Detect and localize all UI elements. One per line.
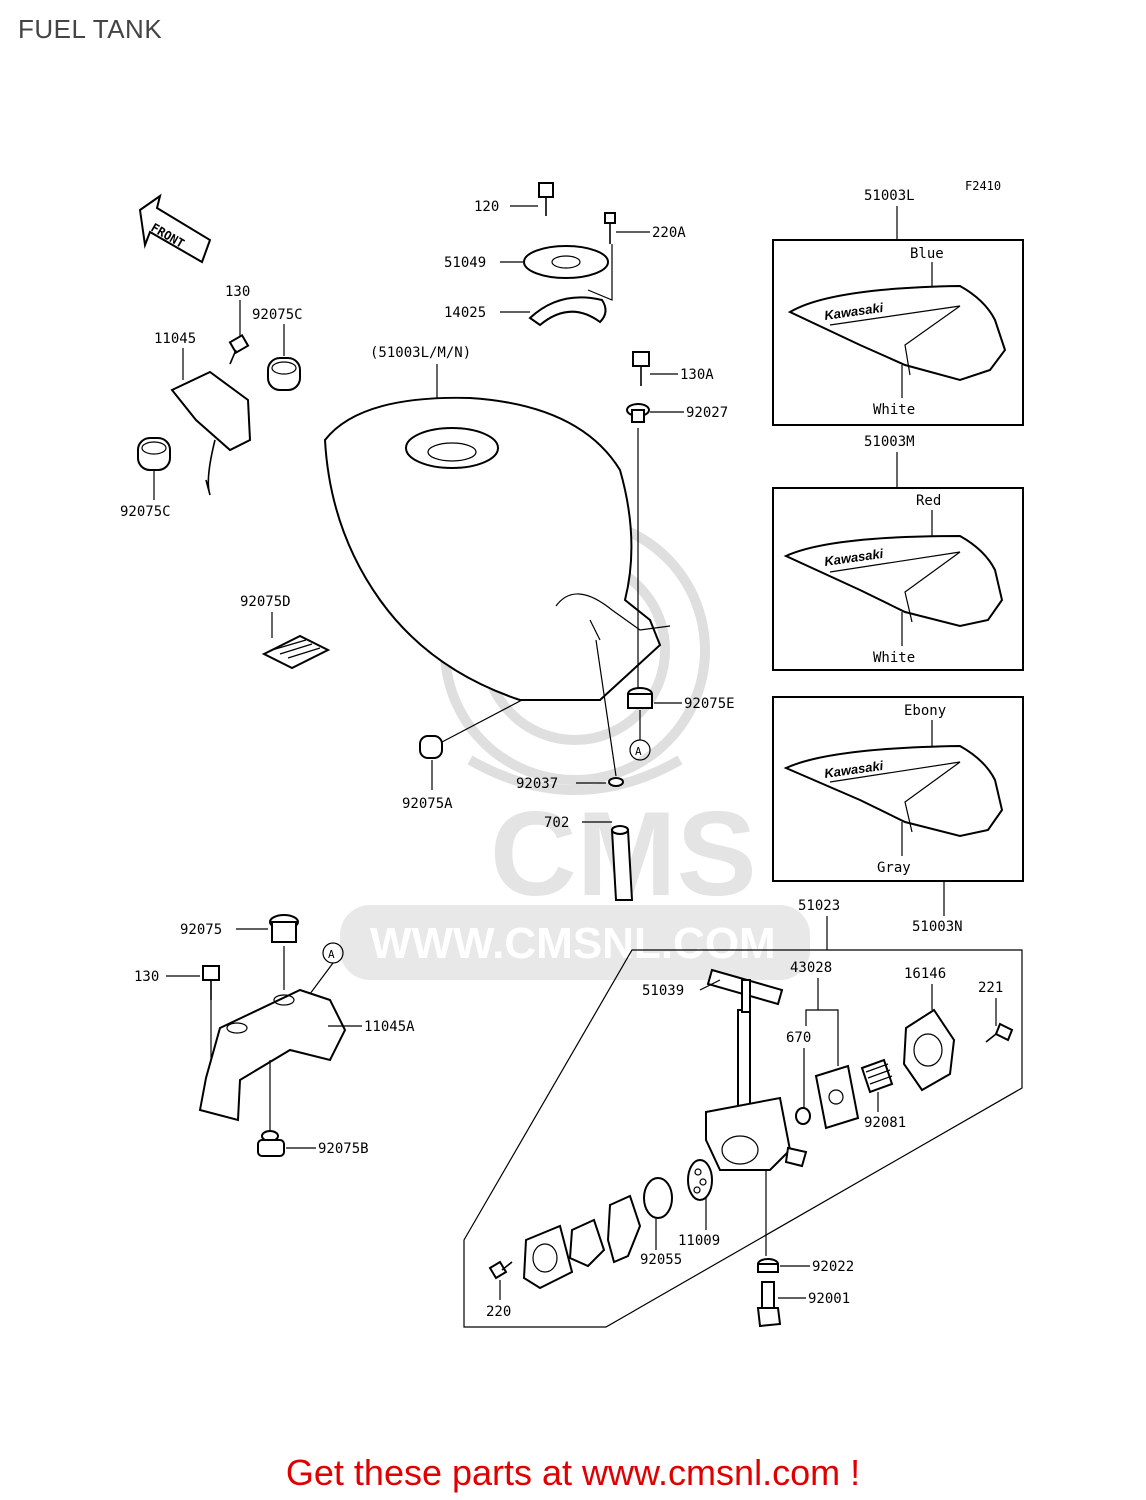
callout-130a: 130A [680, 367, 714, 383]
callout-92075a: 92075A [402, 796, 453, 812]
callout-130-bottom: 130 [134, 969, 159, 985]
variant-51003m-lower-color: White [873, 650, 915, 666]
oring-670-icon [795, 1107, 811, 1125]
callout-92075b: 92075B [318, 1141, 369, 1157]
rubber-pad-92075d-icon [261, 634, 331, 670]
callout-220: 220 [486, 1304, 511, 1320]
bolt-130-icon [228, 333, 250, 365]
ref-marker-a-lower: A [328, 948, 335, 961]
bolt-130a-icon [632, 351, 650, 386]
callout-92075e: 92075E [684, 696, 735, 712]
variant-51003l: 51003L Blue Kawasaki White [772, 188, 1024, 426]
callout-51039: 51039 [642, 983, 684, 999]
callout-92075: 92075 [180, 922, 222, 938]
variant-51003n-upper-color: Ebony [904, 703, 946, 719]
callout-220a: 220A [652, 225, 686, 241]
callout-92001: 92001 [808, 1291, 850, 1307]
callout-92022: 92022 [812, 1259, 854, 1275]
screw-220-icon [488, 1260, 513, 1280]
callout-92075c-bottom: 92075C [120, 504, 171, 520]
fuel-cap-51049-icon [523, 245, 609, 279]
fuel-tap-assembly-outline [463, 949, 1023, 1328]
callout-11009: 11009 [678, 1233, 720, 1249]
damper-92075b-icon [257, 1130, 285, 1157]
damper-92075e-icon [627, 687, 653, 709]
plate-icon [522, 1224, 574, 1290]
variant-51003n-lower-color: Gray [877, 860, 911, 876]
bracket-11045-icon [170, 370, 252, 496]
callout-92075d: 92075D [240, 594, 291, 610]
rubber-damper-92075c-top-icon [267, 357, 301, 391]
gasket-icon [568, 1218, 606, 1268]
callout-221: 221 [978, 980, 1003, 996]
variant-51003l-part: 51003L [864, 188, 915, 204]
ref-marker-a-upper: A [635, 745, 642, 758]
variant-51003n-part: 51003N [912, 919, 963, 935]
bolt-92001-icon [756, 1281, 782, 1328]
footer-shop-link[interactable]: Get these parts at www.cmsnl.com ! [285, 1452, 861, 1493]
collar-92075-icon [269, 914, 299, 943]
variant-51003l-upper-color: Blue [910, 246, 944, 262]
bolt-120-icon [538, 182, 554, 216]
oring-92055-icon [643, 1177, 673, 1219]
damper-92075a-icon [419, 735, 443, 759]
callout-43028: 43028 [790, 960, 832, 976]
variant-51003n: Ebony Kawasaki Gray 51003N [772, 696, 1024, 935]
cover-16146-icon [902, 1008, 956, 1092]
callout-92055: 92055 [640, 1252, 682, 1268]
variant-51003l-lower-color: White [873, 402, 915, 418]
callout-16146: 16146 [904, 966, 946, 982]
fuel-tap-body-icon [705, 979, 808, 1171]
callout-51023: 51023 [798, 898, 840, 914]
figure-code: F2410 [965, 179, 1001, 193]
callout-51049: 51049 [444, 255, 486, 271]
callout-92027: 92027 [686, 405, 728, 421]
callout-120: 120 [474, 199, 499, 215]
bracket-11045a-icon [198, 988, 347, 1122]
filter-11009-icon [687, 1159, 713, 1201]
lever-icon [606, 1194, 642, 1264]
callout-92081: 92081 [864, 1115, 906, 1131]
variant-51003m-part: 51003M [864, 434, 915, 450]
screw-220a-icon [604, 212, 616, 244]
hose-702-icon [610, 825, 634, 901]
spring-92081-icon [860, 1058, 894, 1094]
watermark-url: WWW.CMSNL.COM [370, 919, 776, 968]
washer-92022-icon [757, 1258, 779, 1273]
clip-92037-icon [608, 777, 624, 787]
gasket-14025-icon [528, 296, 607, 327]
callout-670: 670 [786, 1030, 811, 1046]
bolt-130-lower-icon [202, 965, 220, 1000]
callout-702: 702 [544, 815, 569, 831]
collar-92027-icon [626, 403, 650, 423]
callout-130-top: 130 [225, 284, 250, 300]
page-title: FUEL TANK [18, 14, 163, 44]
callout-14025: 14025 [444, 305, 486, 321]
callout-51003lmn: (51003L/M/N) [370, 345, 471, 361]
callout-11045a: 11045A [364, 1019, 415, 1035]
callout-92037: 92037 [516, 776, 558, 792]
front-arrow-icon: FRONT [138, 193, 212, 264]
callout-11045: 11045 [154, 331, 196, 347]
variant-51003m: 51003M Red Kawasaki White [772, 434, 1024, 671]
rubber-damper-92075c-bottom-icon [137, 437, 171, 471]
screw-221-icon [985, 1022, 1014, 1043]
callout-92075c-top: 92075C [252, 307, 303, 323]
fuel-tank-icon [323, 396, 671, 701]
variant-51003m-upper-color: Red [916, 493, 941, 509]
diaphragm-43028-icon [814, 1064, 860, 1130]
